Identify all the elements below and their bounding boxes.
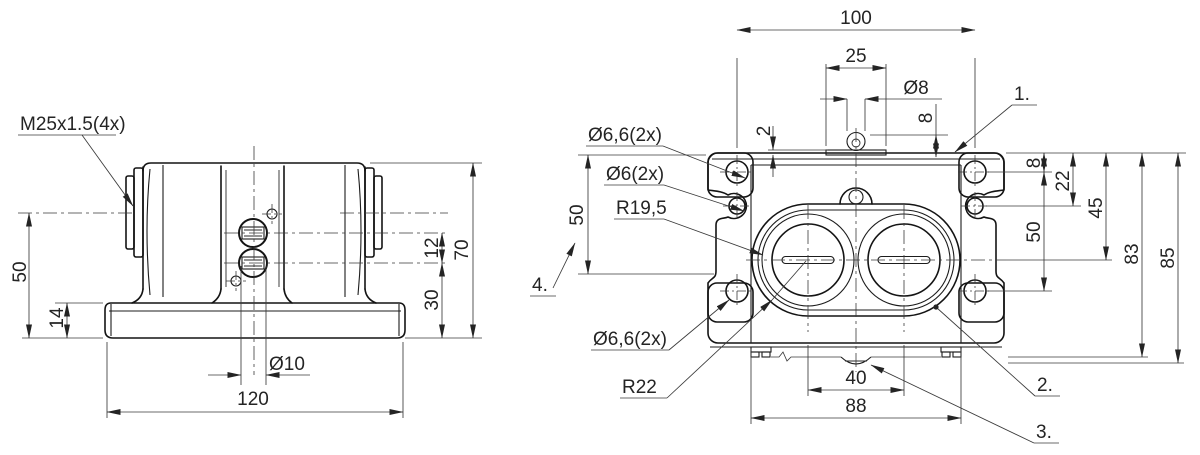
dim-label-40: 40 — [845, 368, 866, 389]
dim-label-25: 25 — [845, 46, 866, 67]
dim-label-120: 120 — [237, 389, 269, 410]
dim-label-83: 83 — [1122, 243, 1143, 264]
dim-label-2: 2 — [754, 126, 775, 137]
dim-label-dia10: Ø10 — [269, 354, 305, 375]
dim-label-12: 12 — [422, 237, 443, 258]
dim-label-88: 88 — [845, 396, 866, 417]
cap-arc-left — [146, 168, 151, 296]
callout-1: 1. — [1014, 84, 1030, 105]
dim-label-50-right: 50 — [1024, 221, 1045, 242]
dim-label-30: 30 — [422, 289, 443, 310]
callout-2: 2. — [1037, 375, 1053, 396]
dim-label-70: 70 — [452, 239, 473, 260]
dim-label-dia8: Ø8 — [903, 78, 928, 99]
dim-label-22: 22 — [1053, 170, 1074, 191]
dim-label-50: 50 — [10, 261, 31, 282]
port-boss-right — [364, 167, 375, 258]
base-flange — [104, 302, 406, 339]
tab-top-left — [707, 152, 754, 198]
dim-label-14: 14 — [47, 307, 68, 329]
foot-right — [940, 346, 962, 353]
dim-label-45: 45 — [1086, 197, 1107, 218]
tab-bottom-right — [958, 282, 1005, 323]
foot-left — [750, 346, 772, 353]
callout-4: 4. — [532, 275, 548, 296]
dim-label-50-left: 50 — [567, 204, 588, 225]
port-boss-left — [133, 167, 144, 258]
right-view-dimensions: 100 25 Ø8 2 8 8 — [567, 8, 1186, 424]
dim-label-100: 100 — [840, 8, 872, 29]
label-corner-holes-bottom: Ø6,6(2x) — [593, 329, 667, 350]
callout-3: 3. — [1036, 422, 1052, 443]
port-cap-right — [373, 175, 383, 250]
tab-bottom-left — [707, 282, 754, 323]
label-bore-radius: R19,5 — [616, 198, 667, 219]
port-cap-left — [125, 175, 135, 250]
right-view: 100 25 Ø8 2 8 8 — [530, 8, 1186, 444]
tab-top-right — [958, 152, 1005, 198]
dim-label-85: 85 — [1158, 247, 1179, 268]
thread-leader — [81, 134, 134, 207]
label-housing-radius: R22 — [622, 377, 657, 398]
left-view-dimensions: 50 14 120 Ø10 12 30 70 M25x1.5(4x) — [10, 114, 482, 418]
cap-arc-right — [357, 168, 362, 296]
dim-label-8-knob: 8 — [916, 113, 937, 124]
thread-label: M25x1.5(4x) — [20, 114, 126, 135]
right-view-labels: Ø6,6(2x) Ø6(2x) R19,5 Ø6,6(2x) R22 — [586, 125, 807, 399]
left-view: 50 14 120 Ø10 12 30 70 M25x1.5(4x) — [10, 114, 482, 418]
label-corner-holes-top: Ø6,6(2x) — [588, 125, 662, 146]
dim-label-8-top: 8 — [1024, 158, 1045, 169]
label-dowel-holes: Ø6(2x) — [606, 164, 664, 185]
body-top — [142, 162, 366, 172]
callouts: 1. 2. 3. 4. — [530, 84, 1060, 444]
